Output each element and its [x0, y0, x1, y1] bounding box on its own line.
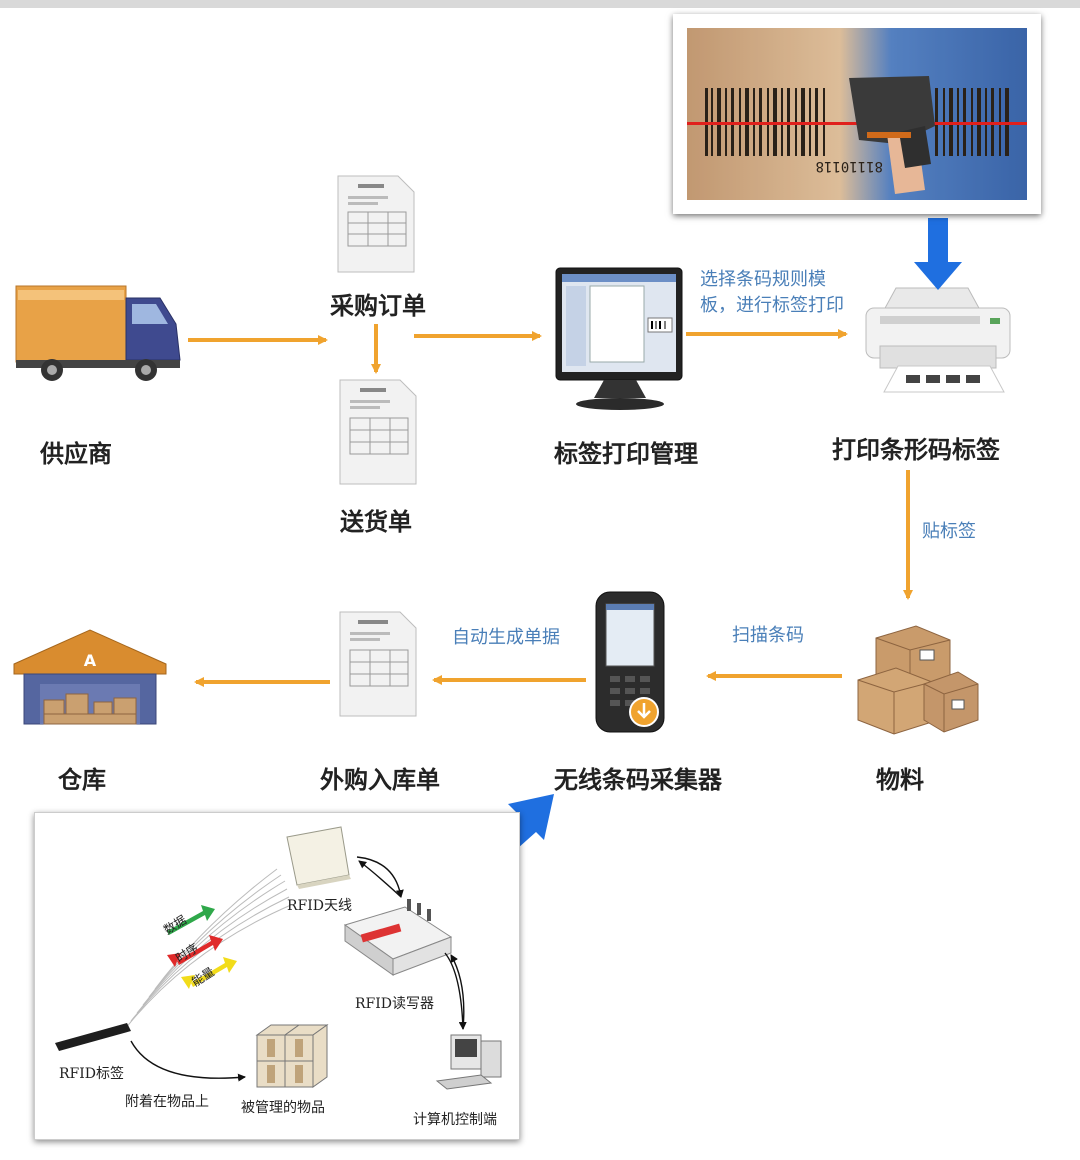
rfid-reader-label: RFID读写器	[355, 996, 435, 1012]
rf-waves-icon	[124, 868, 292, 1030]
edge-select-template-line2: 板，进行标签打印	[700, 295, 844, 316]
node-material-label: 物料	[876, 766, 924, 794]
edge-attach-label: 贴标签	[922, 521, 976, 542]
node-purchase-receipt-label: 外购入库单	[320, 766, 440, 794]
barcode-scanning-photo: 81110118	[673, 14, 1041, 214]
rfid-tag-label: RFID标签	[59, 1066, 125, 1082]
rfid-tag-icon	[55, 1023, 131, 1051]
warehouse-icon: A	[13, 629, 167, 725]
edge-scan-barcode: 扫描条码	[732, 625, 804, 646]
top-bar	[0, 0, 1080, 8]
boxes-icon	[857, 625, 979, 735]
handheld-barcode-scanner-icon	[849, 76, 935, 194]
attached-to-item-label: 附着在物品上	[125, 1094, 209, 1110]
flow-arrows	[188, 324, 913, 687]
node-label-print-mgmt-label: 标签打印管理	[554, 440, 698, 468]
edge-auto-generate: 自动生成单据	[452, 627, 560, 648]
truck-icon	[15, 285, 181, 381]
printer-icon	[865, 287, 1011, 393]
node-wireless-collector-label: 无线条码采集器	[554, 766, 722, 794]
receipt-doc-icon	[339, 611, 417, 717]
barcode-number: 81110118	[816, 158, 883, 174]
arrow-data-text: 数据	[161, 912, 189, 937]
inset-connectors	[130, 856, 467, 1082]
managed-items-icon	[255, 1024, 329, 1088]
node-warehouse-label: 仓库	[58, 766, 106, 794]
rfid-antenna-label: RFID天线	[287, 898, 353, 914]
rfid-reader-icon	[343, 899, 453, 976]
rfid-antenna-icon	[286, 826, 351, 889]
node-purchase-order-label: 采购订单	[330, 292, 426, 320]
managed-items-label: 被管理的物品	[241, 1100, 325, 1116]
node-supplier-label: 供应商	[40, 440, 112, 468]
warehouse-sign: A	[84, 651, 97, 670]
rfid-inset-drawing: 数据 时序 能量	[55, 826, 502, 1090]
node-print-barcode-label-label: 打印条形码标签	[832, 436, 1000, 464]
node-delivery-note-label: 送货单	[340, 508, 412, 536]
arrow-energy-text: 能量	[189, 965, 217, 990]
computer-icon	[435, 1034, 502, 1090]
blue-arrow-photo-to-printer	[914, 218, 962, 290]
barcode-scanning-image: 81110118	[687, 28, 1027, 200]
handheld-scanner-icon	[595, 591, 665, 733]
computer-control-label: 计算机控制端	[413, 1112, 497, 1128]
purchase-order-doc-icon	[337, 175, 415, 273]
edge-select-template-line1: 选择条码规则模	[700, 269, 826, 290]
signal-arrows-icon	[167, 905, 237, 989]
rfid-inset-diagram: 数据 时序 能量	[34, 812, 520, 1140]
monitor-icon	[555, 267, 683, 410]
delivery-note-doc-icon	[339, 379, 417, 485]
